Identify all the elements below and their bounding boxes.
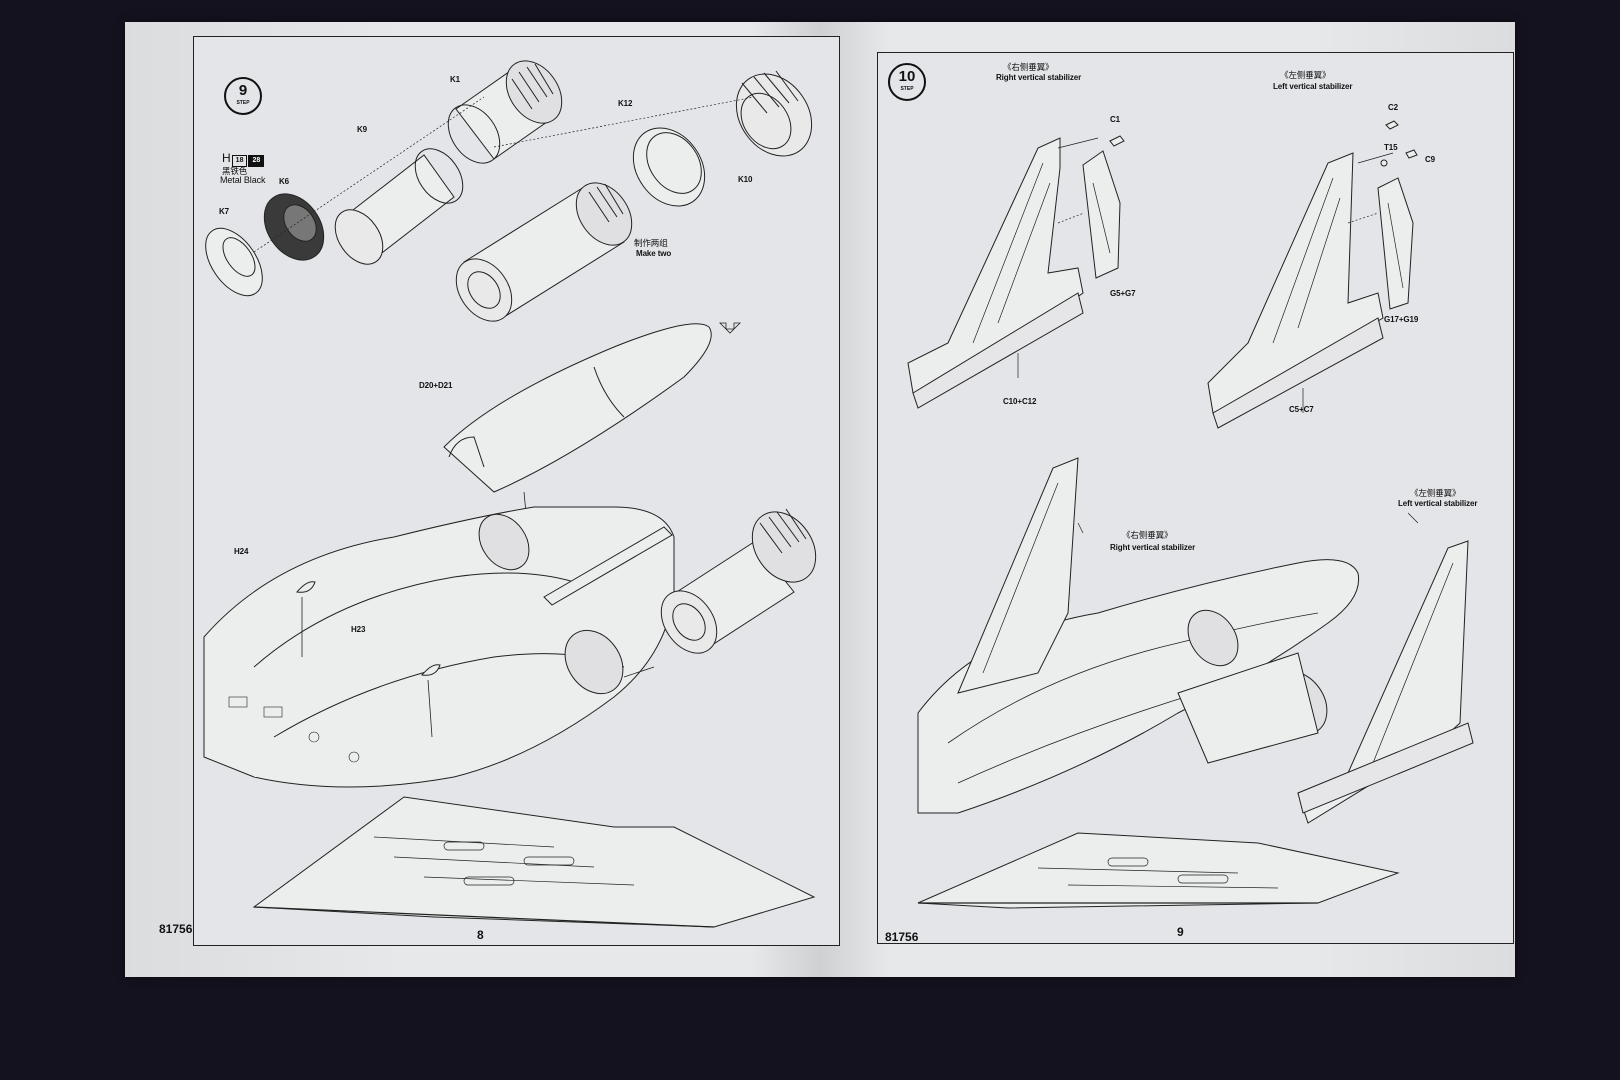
step-9-badge: 9 STEP <box>224 77 262 115</box>
part-label-g17-g19: G17+G19 <box>1384 315 1419 324</box>
left-stabilizer-cn-bottom: 《左侧垂翼》 <box>1410 488 1461 498</box>
left-page-number: 8 <box>477 928 484 942</box>
right-page-frame: 10 STEP 《右侧垂翼》 Right vertical stabilizer… <box>877 52 1514 944</box>
part-label-d20-d21: D20+D21 <box>419 381 453 390</box>
part-label-c9: C9 <box>1425 155 1436 164</box>
left-stabilizer-cn-top: 《左侧垂翼》 <box>1280 70 1331 80</box>
step-word: STEP <box>900 86 914 92</box>
right-page-number: 9 <box>1177 925 1184 939</box>
part-label-k10: K10 <box>738 175 753 184</box>
step-word: STEP <box>236 100 250 106</box>
paint-code-1: 18 <box>231 155 248 167</box>
right-stabilizer-en-bottom: Right vertical stabilizer <box>1110 543 1196 552</box>
note-en: Make two <box>636 249 672 258</box>
step-number: 10 <box>898 68 916 85</box>
step-number: 9 <box>238 82 248 99</box>
paint-code-2: 28 <box>248 155 265 167</box>
part-label-k1: K1 <box>450 75 461 84</box>
part-label-k9: K9 <box>357 125 368 134</box>
part-label-c5-c7: C5+C7 <box>1289 405 1314 414</box>
part-label-t15: T15 <box>1384 143 1398 152</box>
left-kit-number: 81756 <box>159 922 193 936</box>
paint-name-en: Metal Black <box>220 175 266 185</box>
part-label-h24: H24 <box>234 547 249 556</box>
part-label-c2: C2 <box>1388 103 1399 112</box>
part-label-k6: K6 <box>279 177 290 186</box>
right-stabilizer-en-top: Right vertical stabilizer <box>996 73 1082 82</box>
note-cn: 制作两组 <box>634 238 668 248</box>
part-label-g5-g7: G5+G7 <box>1110 289 1136 298</box>
part-label-k7: K7 <box>219 207 230 216</box>
step-10-badge: 10 STEP <box>888 63 926 101</box>
step-9-exhaust-assembly-drawing <box>203 60 817 928</box>
part-label-k12: K12 <box>618 99 633 108</box>
left-stabilizer-en-top: Left vertical stabilizer <box>1273 82 1353 91</box>
paint-letter: H <box>222 151 231 165</box>
right-stabilizer-cn-top: 《右侧垂翼》 <box>1003 62 1054 72</box>
part-label-c1: C1 <box>1110 115 1121 124</box>
part-label-h23: H23 <box>351 625 366 634</box>
left-stabilizer-en-bottom: Left vertical stabilizer <box>1398 499 1478 508</box>
paint-name-cn: 黑铁色 <box>222 166 248 176</box>
right-kit-number: 81756 <box>885 930 919 944</box>
right-stabilizer-cn-bottom: 《右侧垂翼》 <box>1122 530 1173 540</box>
step-10-stabilizer-drawing <box>907 120 1474 909</box>
part-label-c10-c12: C10+C12 <box>1003 397 1037 406</box>
